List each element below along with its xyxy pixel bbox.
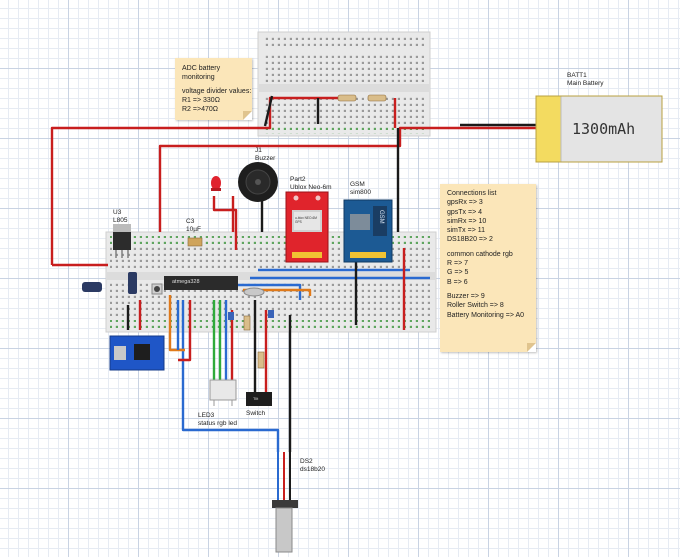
gsm-name-label: sim800 bbox=[350, 189, 371, 196]
regulator-name-label: L805 bbox=[113, 217, 128, 224]
connection-item: Roller Switch => 8 bbox=[447, 302, 504, 310]
wires bbox=[50, 95, 540, 452]
adc-note-title-2: monitoring bbox=[182, 74, 215, 81]
note-fold bbox=[527, 343, 536, 352]
mcu-label: atmega328 bbox=[172, 279, 200, 285]
buzzer-ref-label: J1 bbox=[255, 147, 262, 154]
connection-item: simRx => 10 bbox=[447, 217, 487, 225]
resistors-main bbox=[243, 315, 265, 369]
red-led bbox=[211, 176, 221, 191]
connection-item: DS18B20 => 2 bbox=[447, 236, 493, 244]
led-name-label: status rgb led bbox=[198, 420, 238, 427]
rgb-header: common cathode rgb bbox=[447, 250, 513, 258]
rgb-led bbox=[209, 379, 237, 406]
connections-header: Connections list bbox=[447, 190, 497, 197]
connection-item: R => 7 bbox=[447, 260, 469, 268]
crystal bbox=[243, 287, 265, 297]
sensor-name-label: ds18b20 bbox=[300, 466, 325, 473]
transistor-parts bbox=[228, 310, 274, 320]
gsm-chip-text: GSM bbox=[378, 210, 384, 224]
voltage-regulator bbox=[113, 224, 131, 258]
adc-note: ADC battery monitoring voltage divider v… bbox=[175, 58, 252, 120]
gps-chip-text: u-blox NEO-6M GPS bbox=[295, 216, 317, 224]
connection-item: gpsTx => 4 bbox=[447, 208, 483, 216]
buzzer bbox=[238, 162, 278, 202]
adc-note-r1: R1 => 330Ω bbox=[182, 97, 220, 104]
note-fold bbox=[243, 111, 252, 120]
main-battery bbox=[535, 95, 663, 163]
temperature-sensor bbox=[272, 452, 298, 553]
gps-name-label: Ublox Neo-6m bbox=[290, 184, 332, 191]
connection-item: Buzzer => 9 bbox=[447, 292, 485, 300]
voltage-divider-resistors bbox=[337, 94, 387, 102]
sensor-ref-label: DS2 bbox=[300, 458, 313, 465]
reset-button bbox=[151, 283, 163, 295]
connections-note: Connections list gpsRx => 3 gpsTx => 4 s… bbox=[440, 184, 536, 352]
mcu-chip bbox=[164, 276, 238, 290]
usb-serial-board bbox=[109, 335, 165, 371]
adc-note-subtitle: voltage divider values: bbox=[182, 88, 252, 95]
switch-label: Switch bbox=[246, 410, 266, 417]
adc-note-r2: R2 =>470Ω bbox=[182, 106, 218, 113]
capacitor-value-label: 10µF bbox=[186, 226, 201, 233]
adc-note-title-1: ADC battery bbox=[182, 65, 221, 72]
gps-module bbox=[285, 191, 329, 263]
top-breadboard bbox=[257, 31, 431, 137]
regulator-ref-label: U3 bbox=[113, 209, 122, 216]
battery-ref-label: BATT1 bbox=[567, 72, 587, 79]
battery-capacity-text: 1300mAh bbox=[572, 120, 636, 138]
led-ref-label: LED3 bbox=[198, 412, 215, 419]
connection-item: simTx => 11 bbox=[447, 227, 485, 235]
connection-item: G => 5 bbox=[447, 269, 469, 277]
electrolytic-capacitors bbox=[82, 272, 137, 294]
capacitor-c3 bbox=[187, 237, 203, 247]
gps-ref-label: Part2 bbox=[290, 176, 306, 183]
connection-item: gpsRx => 3 bbox=[447, 199, 483, 207]
battery-name-label: Main Battery bbox=[567, 80, 604, 87]
tilt-switch bbox=[246, 392, 272, 406]
connection-item: Battery Monitoring => A0 bbox=[447, 311, 525, 319]
switch-chip-text: Tilt bbox=[253, 396, 259, 401]
gsm-module bbox=[343, 199, 393, 263]
buzzer-name-label: Buzzer bbox=[255, 155, 276, 162]
connection-item: B => 6 bbox=[447, 278, 468, 286]
gsm-ref-label: GSM bbox=[350, 181, 365, 188]
capacitor-ref-label: C3 bbox=[186, 218, 195, 225]
